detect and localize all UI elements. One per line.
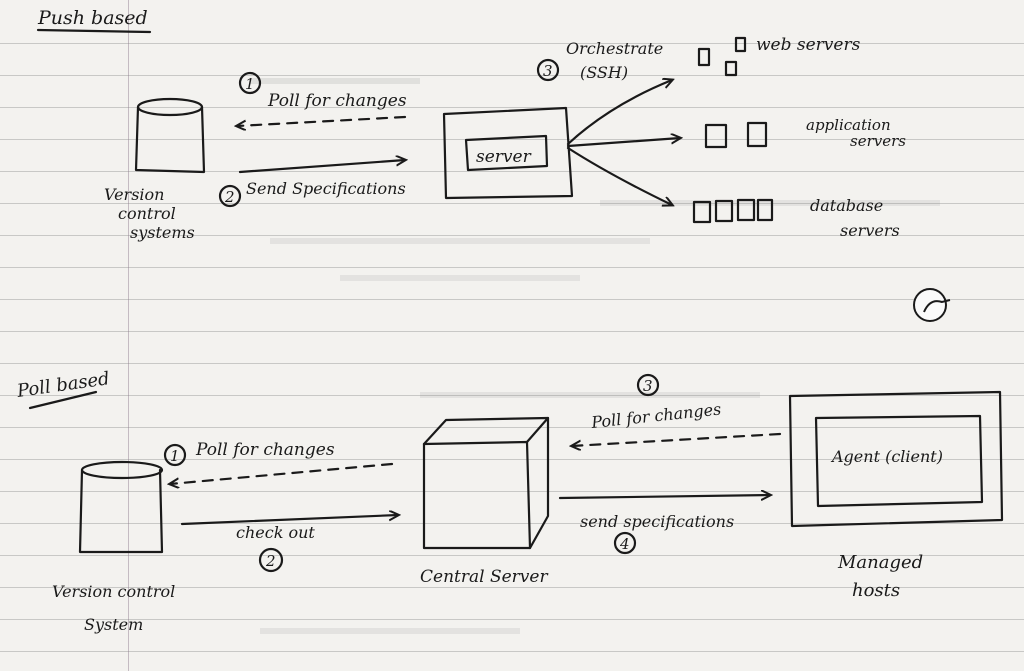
binder-ring-mark [913,288,951,322]
push-vcs-label-3: systems [130,223,195,242]
push-arrow-db [566,146,672,205]
app-server-boxes [704,121,768,149]
bleed-through-marks [250,78,940,634]
pull-checkout-arrow [180,515,398,526]
app-servers-label-1: application [806,116,891,134]
push-server-outer-box [442,106,574,200]
push-section: Push based Version control systems 1 Pol… [36,7,951,322]
pull-step3-circle [636,373,660,397]
push-step3-label-1: Orchestrate [566,39,663,58]
db-servers-label-1: database [810,196,883,215]
managed-hosts-label-1: Managed [837,552,923,573]
pull-agent-poll-arrow [572,432,782,446]
pull-step1-circle [163,443,187,467]
managed-host-outer-box [788,390,1004,528]
push-arrow-web [566,80,672,146]
central-server-cube [422,416,550,550]
central-server-label: Central Server [420,567,548,587]
pull-step3-number: 3 [643,377,653,395]
push-vcs-label-2: control [118,204,176,223]
push-step2-circle [218,184,242,208]
pull-send-arrow [558,495,770,498]
pull-step4-label: send specifications [580,512,734,531]
push-send-arrow [238,160,405,174]
push-step1-label: Poll for changes [267,91,407,111]
web-servers-label: web servers [756,35,861,55]
pull-vcs-label-2: System [84,615,143,634]
push-vcs-cylinder [134,97,206,174]
pull-step2-number: 2 [265,552,276,570]
push-server-inner-box [464,134,549,172]
push-step3-number: 3 [543,62,553,80]
app-servers-label-2: servers [850,132,906,150]
agent-inner-box [814,414,984,508]
pull-step1-number: 1 [170,447,180,465]
push-vcs-label-1: Version [104,185,164,204]
push-arrow-app [566,138,680,148]
pull-title: Poll based [15,368,111,402]
margin-line [128,0,129,671]
pull-step2-circle [258,547,284,573]
managed-hosts-label-2: hosts [852,580,900,601]
push-step1-circle [238,71,262,95]
push-step2-label: Send Specifications [246,179,406,198]
pull-step3-label: Poll for changes [589,399,722,432]
push-step2-number: 2 [224,188,235,206]
pull-step1-label: Poll for changes [195,440,335,460]
pull-vcs-label-1: Version control [52,582,175,601]
push-step3-circle [536,58,560,82]
pull-vcs-cylinder [78,460,164,554]
push-step1-number: 1 [245,75,255,93]
pull-step2-label: check out [236,523,315,542]
pull-step4-number: 4 [619,535,630,553]
push-poll-arrow [237,115,407,126]
db-servers-label-2: servers [840,221,900,240]
agent-label: Agent (client) [830,447,943,466]
push-title-underline [36,28,152,34]
push-server-label: server [476,147,532,167]
pull-poll-arrow [170,462,394,484]
push-step3-label-2: (SSH) [580,63,628,82]
pull-section: Poll based Version control System 1 Poll… [15,368,1004,634]
db-server-boxes [692,198,774,224]
pull-step4-circle [613,531,637,555]
pull-title-underline [28,390,98,410]
web-server-boxes [697,36,747,77]
push-title: Push based [37,7,148,29]
